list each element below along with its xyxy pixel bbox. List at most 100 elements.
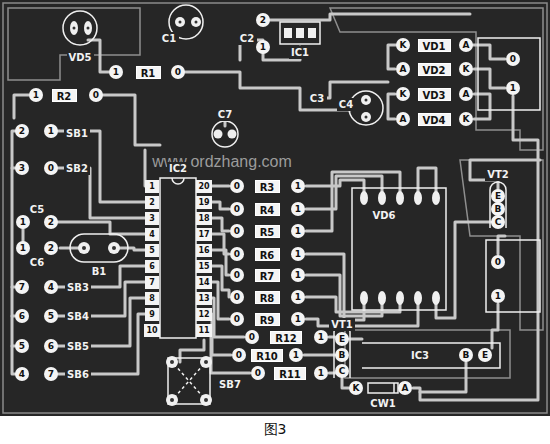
trace [12,14,540,400]
solder-pad [396,191,404,205]
pad-number: 4 [15,367,29,381]
solder-pad [432,291,440,305]
pad-number: 1 [491,289,505,303]
pad-number: 7 [44,367,58,381]
pad-hole [73,27,76,30]
pad-number: 0 [230,312,244,326]
pad-hole [87,27,90,30]
solder-pad [284,28,292,38]
pad-number: A [459,38,473,52]
part-label: R4 [255,203,280,216]
trace [474,94,490,119]
pad-number: 2 [256,13,270,27]
part-label: C2 [238,32,257,45]
solder-pad [360,291,368,305]
trace [342,378,349,388]
solder-pad [396,291,404,305]
pad-number: E [491,189,505,203]
part-label: R10 [251,349,283,362]
pin-number: 15 [196,260,212,273]
component-outline [63,11,97,45]
part-label: CW1 [368,397,398,410]
part-label: R1 [136,66,161,79]
trace [211,202,229,209]
pad-hole [73,21,368,403]
pad-number: 4 [44,280,58,294]
solder-pad [432,191,440,205]
pad-number: E [335,332,349,346]
pad-number: K [349,381,363,395]
trace [211,185,229,188]
trace [51,222,145,234]
component-outline [352,188,446,310]
pad-number: B [459,348,473,362]
pin-number: 3 [145,212,159,225]
pad-number: 6 [15,309,29,323]
trace [306,303,418,326]
pad-number: 1 [256,40,270,54]
solder-pad [78,242,90,254]
pcb-board [3,3,547,413]
pad-number: K [459,112,473,126]
pad-number: 1 [291,268,305,282]
pad-number: B [335,348,349,362]
trace [211,314,231,355]
pad-number: 1 [289,348,303,362]
part-label: R9 [255,313,280,326]
trace [96,95,160,145]
part-label: VT2 [485,168,511,181]
pad-number: 0 [44,161,58,175]
pin-number: 20 [196,180,212,193]
part-label: VD3 [418,88,451,101]
component-outline [160,178,196,338]
copper-pour [460,160,543,330]
pad-number: 1 [291,202,305,216]
pad-number: 1 [29,88,43,102]
part-label: VD2 [418,63,451,76]
pad-number: C [491,215,505,229]
solder-pad [166,356,178,368]
solder-pad [200,394,212,406]
pin-number: 14 [196,276,212,289]
pad-number: 1 [314,330,328,344]
trace [263,14,470,20]
component-outline [212,121,238,147]
solder-pad [108,242,120,254]
solder-pad [84,21,92,35]
pad-number: 0 [230,290,244,304]
solder-pad [360,191,368,205]
pin-number: 5 [145,244,159,257]
pin-number: 16 [196,244,212,257]
solder-pad [214,130,223,139]
pcb-board [0,0,550,416]
trace [420,362,466,392]
pad-number: 1 [291,290,305,304]
part-label: SB3 [65,281,91,294]
pad-number: 1 [291,224,305,238]
solder-pad [414,291,422,305]
pin-number: 6 [145,260,159,273]
solder-pad [361,95,371,105]
pin-number: 17 [196,228,212,241]
part-label: IC1 [289,46,312,59]
pin-number: 18 [196,212,212,225]
trace [492,304,498,348]
component-outline [334,324,350,378]
part-label: C1 [160,32,179,45]
pad-number: E [478,348,492,362]
copper-pour [8,8,140,80]
pad-number: 1 [16,241,30,255]
pin-number: 12 [196,308,212,321]
pad-number: B [491,202,505,216]
pad-number: 2 [15,124,29,138]
pin-number: 4 [145,228,159,241]
part-label: R5 [255,225,280,238]
pad-number: 0 [230,224,244,238]
solder-pad [296,28,304,38]
solder-pad [200,356,212,368]
part-label: C7 [216,108,235,121]
solder-pad [70,17,440,406]
pad-hole [179,21,182,24]
component-outline [368,383,398,393]
pad-number: A [459,87,473,101]
